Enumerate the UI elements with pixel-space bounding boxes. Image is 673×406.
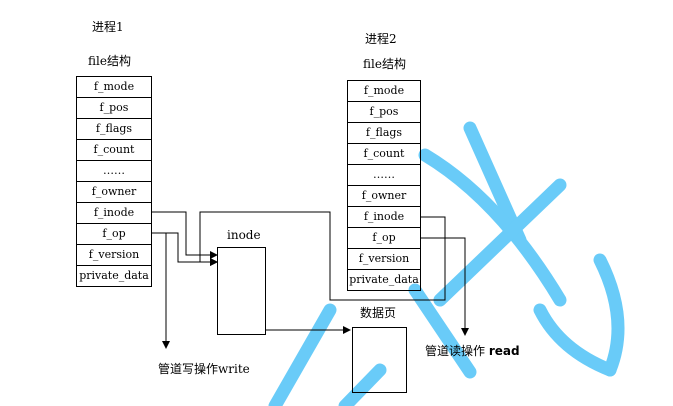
- process1-field-9: private_data: [76, 265, 152, 287]
- data-page-label: 数据页: [360, 306, 397, 320]
- process2-title: 进程2: [365, 32, 397, 46]
- process1-field-1: f_pos: [76, 97, 152, 119]
- process2-field-0: f_mode: [347, 80, 421, 102]
- process1-title: 进程1: [92, 20, 124, 34]
- process2-field-4: ……: [347, 164, 421, 186]
- process1-field-7: f_op: [76, 223, 152, 245]
- inode-box: [217, 247, 266, 335]
- process2-field-3: f_count: [347, 143, 421, 165]
- p2-op-arrow: [420, 237, 469, 336]
- process1-field-2: f_flags: [76, 118, 152, 140]
- pipe-read-label-en: read: [488, 344, 520, 358]
- process2-field-6: f_inode: [347, 206, 421, 228]
- process1-struct-label: file结构: [88, 54, 131, 68]
- process2-field-1: f_pos: [347, 101, 421, 123]
- p1-op-arrow: [151, 232, 170, 349]
- p1-inode-arrow: [151, 211, 218, 259]
- process2-field-8: f_version: [347, 248, 421, 270]
- process1-field-8: f_version: [76, 244, 152, 266]
- process2-field-2: f_flags: [347, 122, 421, 144]
- process1-field-0: f_mode: [76, 76, 152, 98]
- process2-struct-label: file结构: [363, 57, 406, 71]
- pipe-write-label: 管道写操作write: [158, 362, 250, 376]
- process1-field-4: ……: [76, 160, 152, 182]
- process2-field-5: f_owner: [347, 185, 421, 207]
- data-page-box: [352, 327, 407, 393]
- pipe-read-label: 管道读操作 read: [425, 344, 520, 358]
- pipe-read-label-cn: 管道读操作: [425, 344, 486, 358]
- process1-field-3: f_count: [76, 139, 152, 161]
- process1-field-5: f_owner: [76, 181, 152, 203]
- process1-field-6: f_inode: [76, 202, 152, 224]
- p1-op-inode-arrow: [151, 232, 218, 266]
- process2-field-9: private_data: [347, 269, 421, 291]
- p2-inode-arrow: [199, 211, 446, 301]
- process2-field-7: f_op: [347, 227, 421, 249]
- inode-label: inode: [227, 228, 261, 242]
